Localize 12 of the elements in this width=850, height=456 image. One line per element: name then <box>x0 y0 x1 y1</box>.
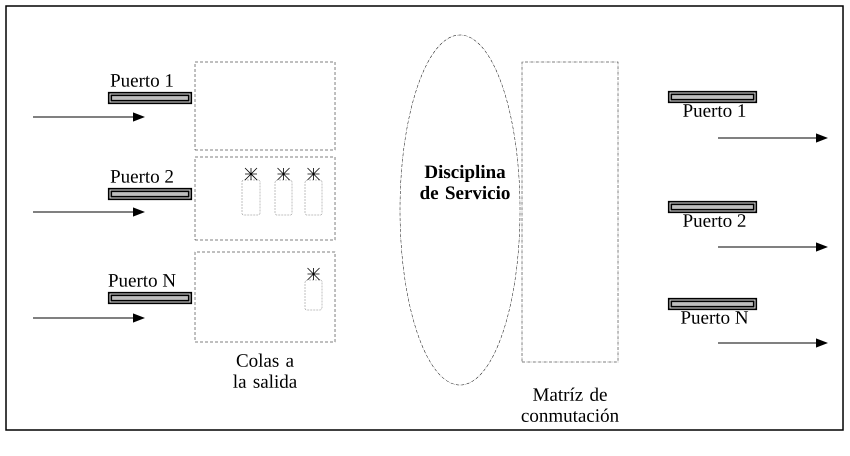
port-label: Puerto 1 <box>110 74 173 87</box>
port-label: Puerto 2 <box>110 170 173 183</box>
port-label: Puerto 2 <box>683 214 746 227</box>
caption: Colas a la salida <box>233 354 297 388</box>
port-label: Puerto 1 <box>683 104 746 117</box>
queue-box <box>194 156 336 240</box>
caption: Matríz de conmutación <box>522 388 619 422</box>
port-label: Puerto N <box>681 311 748 324</box>
port-label: Puerto N <box>108 274 176 287</box>
queue-box <box>194 252 336 342</box>
switch-matrix-box <box>522 62 618 362</box>
queue-box <box>194 62 336 150</box>
